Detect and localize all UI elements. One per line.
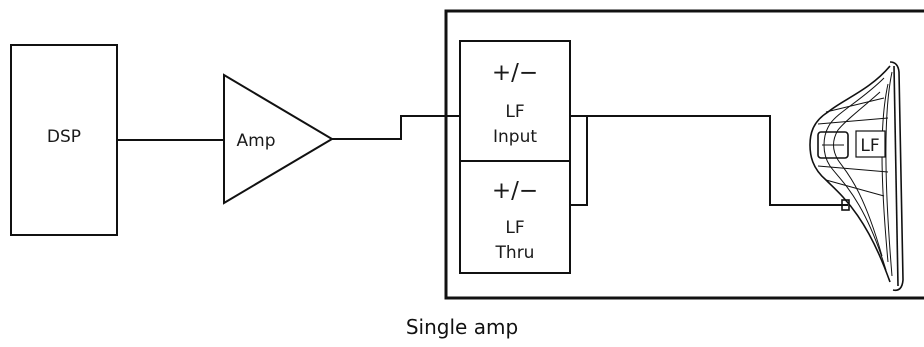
speaker-magnet [817, 131, 849, 159]
lf-input-label-line2: Input [493, 127, 537, 147]
speaker-strut-line-2 [817, 165, 889, 173]
speaker-basket-outline [809, 65, 891, 283]
speaker-strut-line-4 [825, 179, 885, 197]
lf-input-block: +/− LF Input [459, 40, 571, 162]
speaker-basket-strut-2 [833, 91, 883, 257]
input-thru-link-wire [570, 115, 588, 206]
amp-triangle [223, 73, 334, 205]
speaker-strut-line-3 [825, 97, 885, 113]
speaker-flange [889, 61, 904, 292]
lf-input-polarity: +/− [492, 60, 538, 86]
lf-input-label-line1: LF [505, 102, 524, 122]
lf-thru-label-line1: LF [505, 218, 524, 238]
amp-to-lf-input-wire [332, 115, 460, 140]
lf-thru-block: +/− LF Thru [459, 160, 571, 274]
amp-label: Amp [237, 131, 276, 151]
speaker-label-box [855, 130, 886, 158]
input-to-speaker-wire [570, 115, 848, 206]
lf-thru-polarity: +/− [492, 178, 538, 204]
dsp-label: DSP [47, 127, 81, 147]
lf-thru-label-line2: Thru [495, 243, 535, 263]
amp-block: Amp [223, 73, 334, 205]
dsp-block: DSP [10, 44, 118, 236]
speaker-label: LF [860, 136, 879, 156]
speaker-strut-line-1 [817, 117, 889, 125]
diagram-caption: Single amp [406, 315, 518, 339]
speaker-basket-strut-1 [823, 77, 887, 271]
lf-thru-box [459, 160, 571, 274]
speaker-cone-edge [885, 71, 893, 277]
speaker-flange-inner [893, 65, 899, 287]
lf-speaker-icon: LF [809, 61, 904, 292]
cabinet-enclosure [444, 9, 924, 300]
